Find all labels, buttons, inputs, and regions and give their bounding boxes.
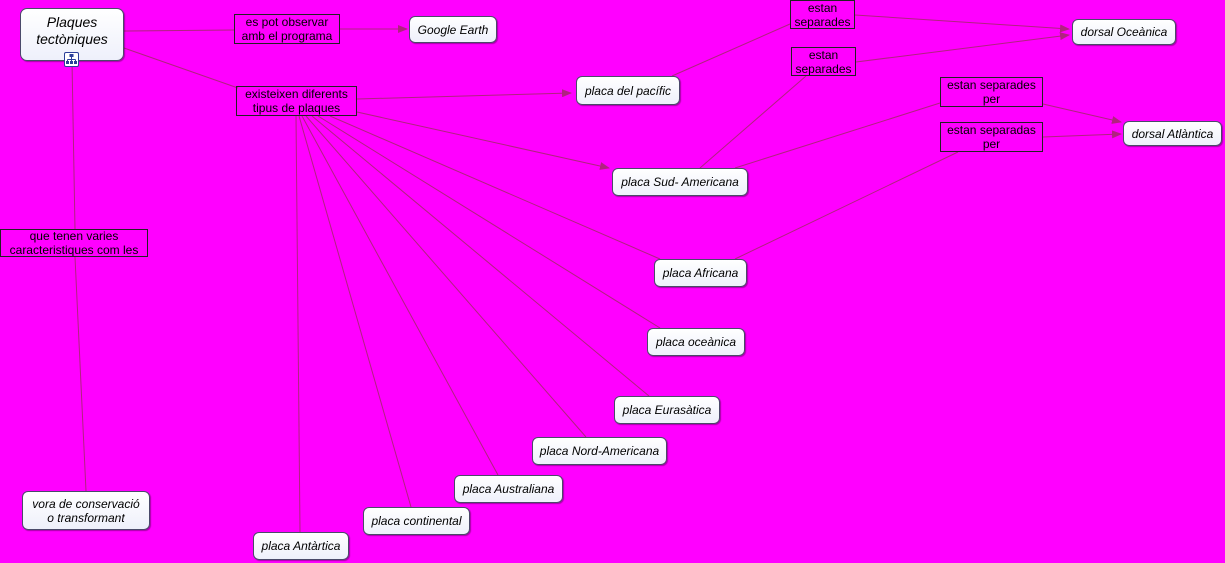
concept-dorsal-oceanica[interactable]: dorsal Oceànica — [1072, 19, 1176, 45]
concept-label: vora de conservació o transformant — [32, 496, 140, 525]
link-existeixen-diferents[interactable]: existeixen diferents tipus de plaques — [236, 86, 357, 116]
edge-existeixen-sudamericana — [356, 111, 610, 170]
concept-placa-eurasiatica[interactable]: placa Eurasàtica — [614, 396, 720, 424]
concept-placa-africana[interactable]: placa Africana — [654, 259, 747, 287]
edge-root-caracteristiques — [71, 60, 76, 230]
concept-label: dorsal Oceànica — [1080, 25, 1168, 39]
concept-placa-continental[interactable]: placa continental — [363, 507, 470, 535]
edge-existeixen-antartica — [295, 115, 301, 533]
edge-existeixen-pacific — [356, 89, 572, 100]
link-estan-separades-1[interactable]: estan separades — [790, 0, 855, 29]
edge-sep2-dorsal-oceanica — [855, 32, 1070, 63]
concept-label: Google Earth — [417, 22, 489, 37]
concept-placa-australiana[interactable]: placa Australiana — [454, 475, 563, 503]
edge-sep1-dorsal-oceanica — [854, 14, 1070, 33]
edge-pacific-sep1 — [671, 23, 791, 77]
link-label: es pot observar amb el programa — [241, 15, 333, 43]
concept-placa-sud-americana[interactable]: placa Sud- Americana — [612, 168, 748, 196]
edge-existeixen-africana — [329, 115, 661, 260]
edge-caracteristiques-vora — [74, 256, 87, 492]
edge-sep4-dorsal-atlantica — [1042, 130, 1122, 139]
link-estan-separades-per-1[interactable]: estan separades per — [940, 77, 1043, 107]
link-label: estan separadas per — [947, 123, 1036, 151]
edge-africana-sep4 — [734, 151, 959, 260]
edge-root-observar — [123, 29, 235, 32]
concept-placa-oceanica[interactable]: placa oceànica — [647, 328, 745, 356]
edge-existeixen-australiana — [301, 115, 499, 476]
link-label: estan separades — [794, 0, 851, 29]
concept-label: placa Eurasàtica — [622, 403, 712, 417]
concept-label: placa del pacífic — [584, 83, 672, 98]
concept-placa-nord-americana[interactable]: placa Nord-Americana — [532, 437, 667, 465]
concept-label: placa Antàrtica — [261, 539, 341, 553]
submap-icon[interactable] — [64, 52, 79, 67]
edge-existeixen-continental — [298, 115, 412, 508]
concept-label: placa Africana — [662, 266, 739, 280]
link-label: estan separades — [795, 47, 852, 76]
edge-sep3-dorsal-atlantica — [1042, 103, 1122, 124]
link-estan-separadas-per-2[interactable]: estan separadas per — [940, 122, 1043, 152]
link-que-tenen-varies[interactable]: que tenen varies caracteristiques com le… — [0, 229, 148, 257]
concept-label: placa oceànica — [655, 335, 737, 349]
concept-label: placa Australiana — [462, 482, 555, 496]
concept-label: dorsal Atlàntica — [1131, 126, 1214, 141]
concept-label: placa continental — [371, 514, 462, 528]
concept-placa-pacific[interactable]: placa del pacífic — [576, 76, 680, 105]
link-estan-separades-2[interactable]: estan separades — [791, 47, 856, 76]
concept-label: placa Nord-Americana — [539, 444, 660, 458]
concept-placa-antartica[interactable]: placa Antàrtica — [253, 532, 349, 560]
edge-existeixen-eurasiatica — [311, 115, 650, 397]
edge-existeixen-nordamericana — [305, 115, 587, 438]
concept-vora-conservacio[interactable]: vora de conservació o transformant — [22, 491, 150, 530]
link-label: estan separades per — [947, 78, 1036, 106]
concept-label: placa Sud- Americana — [621, 175, 739, 189]
link-es-pot-observar[interactable]: es pot observar amb el programa — [234, 14, 340, 44]
concept-google-earth[interactable]: Google Earth — [409, 16, 497, 43]
edge-sudamericana-sep2 — [699, 75, 807, 169]
edge-sudamericana-sep3 — [734, 102, 941, 169]
submap-icon-glyph — [66, 54, 77, 64]
link-label: que tenen varies caracteristiques com le… — [9, 229, 139, 257]
link-label: existeixen diferents tipus de plaques — [245, 87, 348, 115]
concept-dorsal-atlantica[interactable]: dorsal Atlàntica — [1123, 121, 1222, 146]
edge-root-existeixen — [123, 47, 239, 89]
edge-existeixen-oceanica — [317, 115, 661, 329]
root-concept-label: Plaques tectòniques — [36, 13, 108, 47]
